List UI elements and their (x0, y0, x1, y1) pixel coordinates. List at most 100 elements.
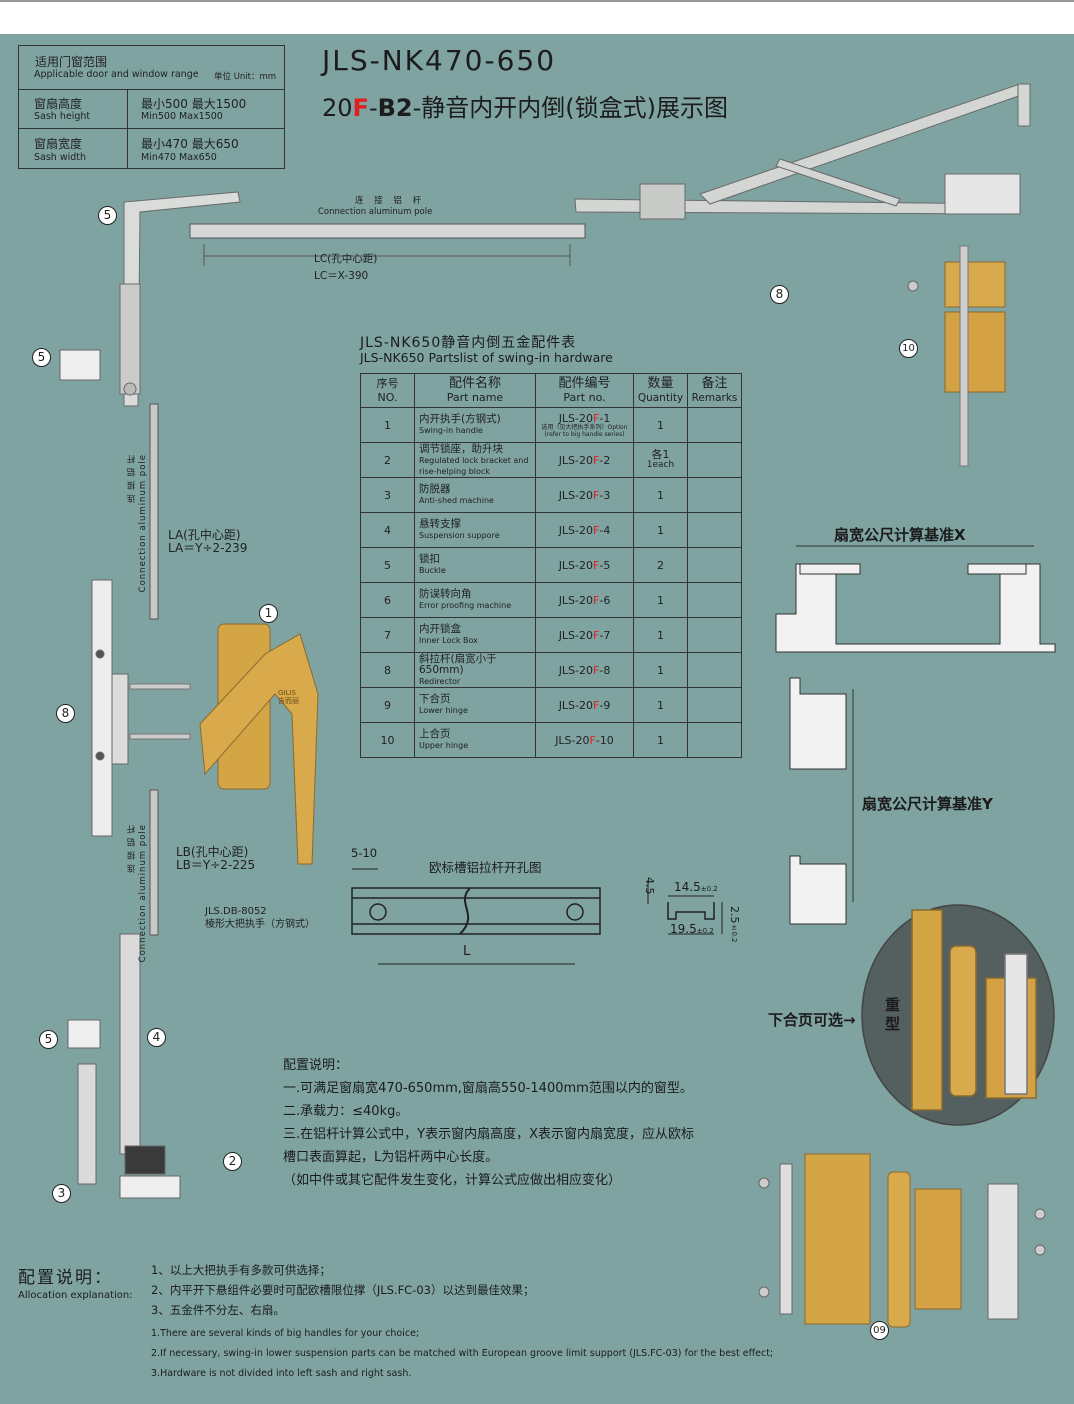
dim-19-5-value: 19.5 (670, 922, 697, 936)
part-qty-value: 各1 (651, 448, 670, 461)
part-qty-value: 2 (657, 558, 664, 572)
part-number-code: JLS-20F-8 (536, 665, 633, 676)
part-number-b: -2 (599, 453, 611, 467)
part-qty: 1 (633, 652, 688, 688)
part-number-f: F (593, 628, 600, 642)
slot-title: 欧标槽铝拉杆开孔图 (429, 860, 542, 875)
heavy-type: 重型 (885, 996, 901, 1033)
callout-5-lower: 5 (39, 1030, 58, 1049)
part-name-en: Lower hinge (419, 706, 468, 715)
handle-brand: GILIS 吉而丽 (278, 689, 299, 705)
connection-pole-top (189, 223, 586, 266)
alloc-en-1: 1.There are several kinds of big handles… (151, 1328, 420, 1339)
part-name-cn: 调节锁座，助升块 (419, 442, 503, 455)
dim-19-5-tol: ±0.2 (696, 927, 714, 935)
part-number: JLS-20F-2 (535, 442, 634, 478)
col-partno-cn: 配件编号 (558, 375, 611, 391)
part-number: JLS-20F-5 (535, 547, 634, 583)
callout-8: 8 (770, 285, 789, 304)
callout-1: 1 (259, 604, 278, 623)
dim-14-5: 14.5±0.2 (674, 880, 718, 894)
part-number-b: -10 (595, 733, 614, 747)
x-profile-drawing (775, 545, 1056, 653)
range-table: 适用门窗范围 Applicable door and window range … (18, 45, 285, 169)
heavy-hinge-circle (861, 904, 1055, 1126)
part-number-a: JLS-20 (555, 733, 590, 747)
product-sheet: 适用门窗范围 Applicable door and window range … (0, 34, 1074, 1404)
range-header-cn: 适用门窗范围 (35, 55, 108, 69)
part-number-f: F (593, 558, 600, 572)
part-number-code: JLS-20F-3 (536, 490, 633, 501)
part-name-en: Anti-shed machine (419, 496, 494, 505)
part-no: 2 (360, 442, 415, 478)
range-label-cell: 窗扇高度 Sash height (19, 89, 128, 128)
lock-box-drawing (91, 579, 129, 837)
part-number-code: JLS-20F-2 (536, 455, 633, 466)
config-line-1: 一.可满足窗扇宽470-650mm,窗扇高550-1400mm范围以内的窗型。 (283, 1081, 693, 1096)
part-number-f: F (593, 453, 600, 467)
part-number-a: JLS-20 (558, 663, 594, 677)
part-number-b: -3 (599, 488, 611, 502)
sash-width-value-cn: 最小470 最大650 (141, 137, 239, 151)
part-number-f: F (593, 523, 600, 537)
config-line-5: （如中件或其它配件发生变化，计算公式应做出相应变化） (283, 1173, 622, 1188)
handle-model: JLS.DB-8052 (205, 906, 267, 917)
part-name-en: Swing-in handle (419, 426, 483, 435)
part-qty: 1 (633, 722, 688, 758)
sash-width-en: Sash width (34, 152, 87, 163)
part-qty: 1 (633, 582, 688, 618)
range-row-height: 窗扇高度 Sash height 最小500 最大1500 Min500 Max… (19, 89, 284, 129)
part-number-code: JLS-20F-1 (536, 413, 633, 424)
col-qty-cn: 数量 (647, 375, 674, 391)
lc-formula: LC＝X-390 (314, 270, 369, 282)
config-line-2: 二.承载力：≤40kg。 (283, 1104, 409, 1119)
part-no: 9 (360, 687, 415, 723)
parts-title-cn: JLS-NK650静音内倒五金配件表 (360, 335, 577, 351)
part-number: JLS-20F-6 (535, 582, 634, 618)
part-qty: 1 (633, 617, 688, 653)
part-number-b: -9 (599, 698, 611, 712)
part-name-en: Redirector (419, 676, 461, 686)
part-remarks (687, 407, 742, 443)
alloc-title-cn: 配置说明： (18, 1268, 113, 1288)
handle-drawing (129, 623, 319, 865)
part-number: JLS-20F-3 (535, 477, 634, 513)
subtitle-f: F (352, 94, 369, 122)
part-name-cn: 内开锁盒 (419, 623, 461, 635)
col-remarks-en: Remarks (691, 391, 738, 404)
part-number-a: JLS-20 (558, 698, 594, 712)
sash-height-value-en: Min500 Max1500 (141, 111, 223, 122)
lb-label: LB(孔中心距) LB＝Y÷2-225 (176, 846, 255, 872)
vert-pole-cn-upper: 连 接 铝 杆 (127, 454, 137, 504)
part-name-cn: 斜拉杆(扇宽小于650mm) (419, 652, 497, 676)
part-number-a: JLS-20 (558, 523, 594, 537)
part-name-cn: 防误转向角 (419, 588, 472, 600)
slot-dim: 5-10 (351, 846, 378, 860)
part-number-a: JLS-20 (558, 558, 594, 572)
part-number-code: JLS-20F-7 (536, 630, 633, 641)
part-number-b: -7 (599, 628, 611, 642)
conn-pole-en: Connection aluminum pole (318, 207, 433, 217)
groove-profile-drawing (647, 880, 723, 935)
slot-drawing (351, 868, 601, 965)
part-no: 10 (360, 722, 415, 758)
lower-parts-drawing (59, 349, 181, 1199)
config-line-3: 三.在铝杆计算公式中，Y表示窗内扇高度，X表示窗内扇宽度，应从欧标 (283, 1127, 694, 1142)
part-number: JLS-20F-8 (535, 652, 634, 688)
range-row-width: 窗扇宽度 Sash width 最小470 最大650 Min470 Max65… (19, 128, 284, 168)
part-number-f: F (593, 593, 600, 607)
part-name: 内开执手(方钢式)Swing-in handle (414, 407, 536, 443)
